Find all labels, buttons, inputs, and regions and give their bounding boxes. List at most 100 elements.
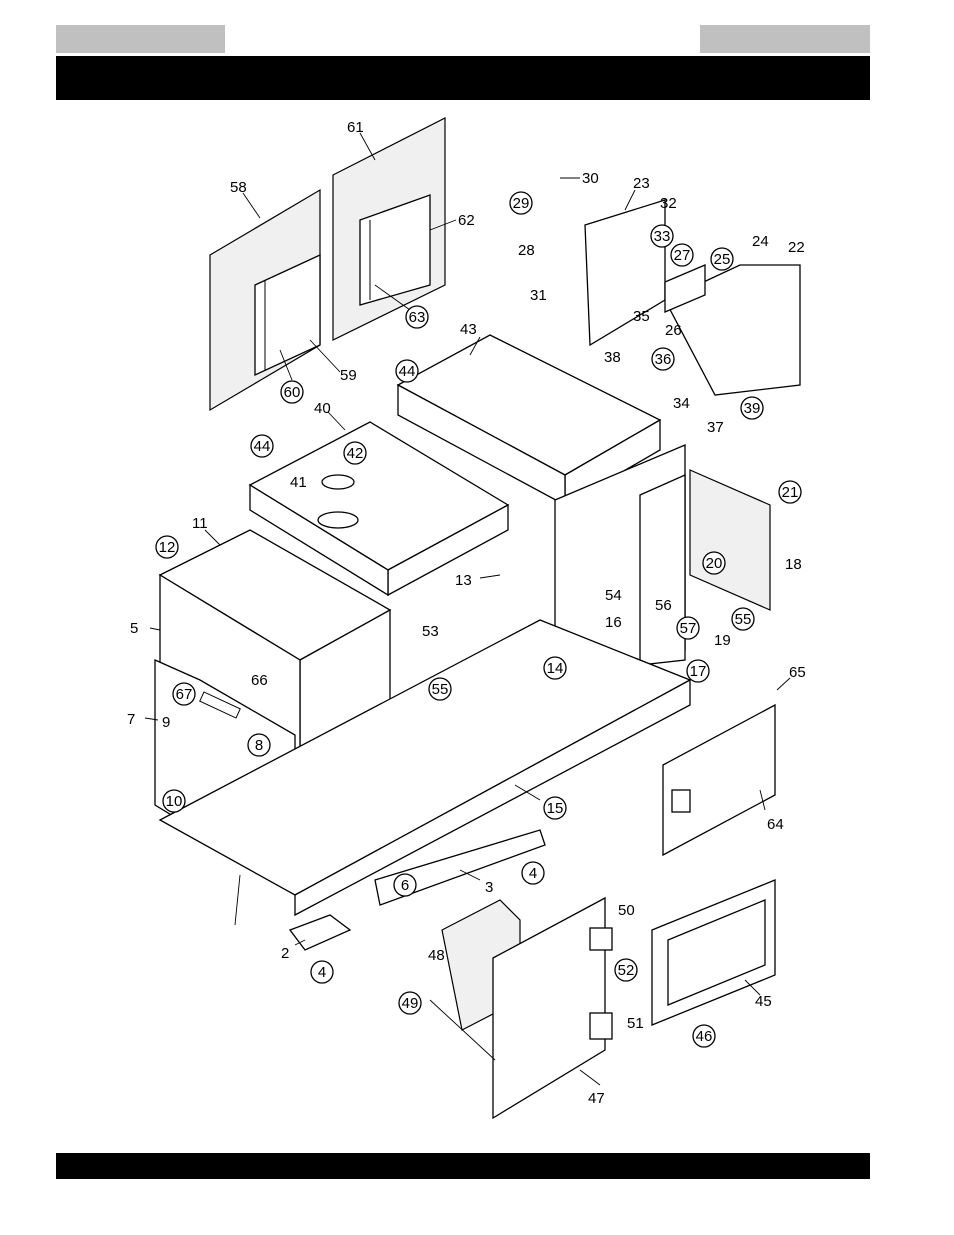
callout-34: 34 [673,395,690,412]
callout-41: 41 [290,474,307,491]
svg-text:39: 39 [744,400,761,417]
callout-38: 38 [604,349,621,366]
header-right-tab [700,25,870,53]
callout-22: 22 [788,239,805,256]
svg-text:67: 67 [176,686,193,703]
callout-8: 8 [247,733,271,757]
callout-39: 39 [740,396,764,420]
callout-18: 18 [785,556,802,573]
top-cover-43 [396,334,662,507]
callout-59: 59 [340,367,357,384]
callout-62: 62 [458,212,475,229]
callout-4b: 4 [310,960,334,984]
callout-13: 13 [455,572,472,589]
callout-44a: 44 [395,359,419,383]
top-cover-40 [248,421,510,597]
callout-63: 63 [405,305,429,329]
callout-25: 25 [710,247,734,271]
svg-text:44: 44 [399,363,416,380]
callout-3: 3 [485,879,493,896]
svg-text:33: 33 [654,228,671,245]
svg-text:36: 36 [655,351,672,368]
callout-26: 26 [665,322,682,339]
bracket-assembly-23 [584,199,801,396]
svg-text:6: 6 [401,877,409,894]
callout-23: 23 [633,175,650,192]
callout-55a: 55 [731,607,755,631]
svg-text:20: 20 [706,555,723,572]
base-frame [158,619,692,951]
callout-44b: 44 [250,434,274,458]
callout-61: 61 [347,119,364,136]
svg-text:55: 55 [432,681,449,698]
svg-text:49: 49 [402,995,419,1012]
callout-35: 35 [633,308,650,325]
callout-33: 33 [650,224,674,248]
callout-labels: 61 58 62 59 30 23 32 28 31 24 22 26 35 3… [127,119,806,1107]
callout-7: 7 [127,711,135,728]
callout-6: 6 [393,873,417,897]
footer-bar [56,1153,870,1179]
side-panel-58 [209,188,321,412]
callout-27: 27 [670,243,694,267]
callout-29: 29 [509,191,533,215]
callout-54: 54 [605,587,622,604]
svg-text:57: 57 [680,620,697,637]
callout-45: 45 [755,993,772,1010]
callout-47: 47 [588,1090,605,1107]
svg-text:44: 44 [254,438,271,455]
callout-66: 66 [251,672,268,689]
callout-57: 57 [676,616,700,640]
leader-lines [144,132,791,1086]
svg-text:17: 17 [690,663,707,680]
callout-32: 32 [660,195,677,212]
callout-50: 50 [618,902,635,919]
callout-16: 16 [605,614,622,631]
svg-text:55: 55 [735,611,752,628]
side-panel-61 [332,117,446,341]
svg-text:46: 46 [696,1028,713,1045]
callout-46: 46 [692,1024,716,1048]
callout-15: 15 [543,796,567,820]
callout-30: 30 [582,170,599,187]
callout-37: 37 [707,419,724,436]
callout-40: 40 [314,400,331,417]
svg-text:4: 4 [318,964,326,981]
callout-14: 14 [543,656,567,680]
callout-10: 10 [162,789,186,813]
callout-28: 28 [518,242,535,259]
callout-20: 20 [702,551,726,575]
callout-4a: 4 [521,861,545,885]
door-64 [662,703,776,857]
callout-17: 17 [686,659,710,683]
svg-text:21: 21 [782,484,799,501]
svg-text:4: 4 [529,865,537,882]
callout-53: 53 [422,623,439,640]
callout-48: 48 [428,947,445,964]
svg-text:14: 14 [547,660,564,677]
callout-52: 52 [614,958,638,982]
svg-text:52: 52 [618,962,635,979]
callout-67: 67 [172,682,196,706]
callout-12: 12 [155,535,179,559]
callout-43: 43 [460,321,477,338]
callout-11: 11 [192,515,208,532]
callout-2: 2 [281,945,289,962]
callout-64: 64 [767,816,784,833]
svg-text:29: 29 [513,195,530,212]
svg-text:27: 27 [674,247,691,264]
callout-65: 65 [789,664,806,681]
svg-text:8: 8 [255,737,263,754]
header-left-tab [56,25,225,53]
callout-58: 58 [230,179,247,196]
door-47 [441,896,613,1120]
svg-text:12: 12 [159,539,176,556]
callout-31: 31 [530,287,547,304]
svg-text:42: 42 [347,445,364,462]
svg-text:15: 15 [547,800,564,817]
header-title-bar [56,56,870,100]
callout-49: 49 [398,991,422,1015]
callout-5: 5 [130,620,138,637]
callout-56: 56 [655,597,672,614]
